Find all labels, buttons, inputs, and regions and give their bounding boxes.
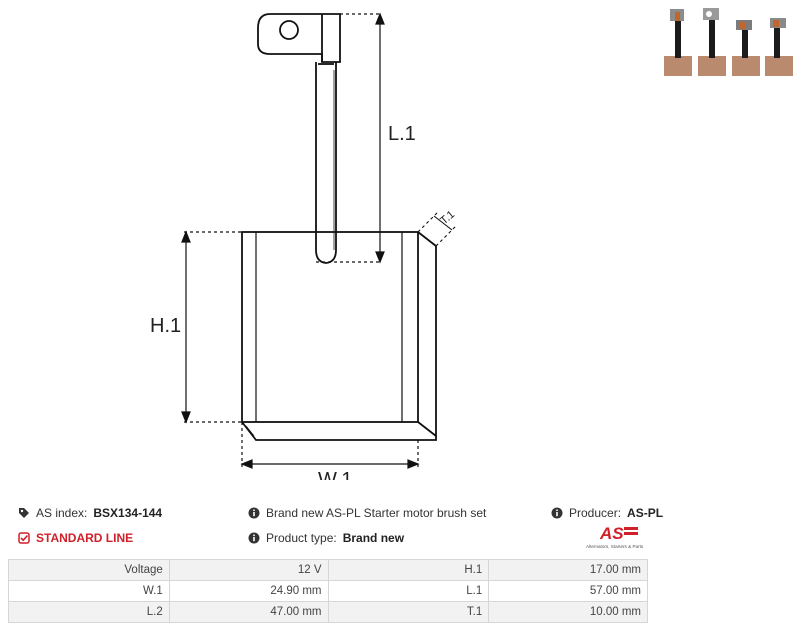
as-index-value: BSX134-144 <box>93 506 163 520</box>
spec-value: 47.00 mm <box>168 601 329 623</box>
dimension-t1 <box>417 211 457 247</box>
tag-icon <box>19 508 29 518</box>
as-index-row: AS index: BSX134-144 <box>18 506 162 520</box>
brush-photo-3 <box>732 20 760 76</box>
technical-drawing: L.1 T.1 H.1 W.1 <box>150 12 457 480</box>
label-w1: W.1 <box>318 469 352 480</box>
table-row: Voltage 12 V H.1 17.00 mm <box>8 559 648 581</box>
info-icon <box>248 507 260 519</box>
info-icon <box>551 507 563 519</box>
table-row: W.1 24.90 mm L.1 57.00 mm <box>8 580 648 602</box>
producer-value: AS-PL <box>627 506 664 520</box>
spec-value: 10.00 mm <box>488 601 648 623</box>
dimension-h1 <box>181 230 242 424</box>
label-l1: L.1 <box>388 123 416 145</box>
product-thumbnail[interactable] <box>660 6 796 78</box>
svg-text:AS: AS <box>599 524 624 543</box>
spec-label: H.1 <box>327 559 490 581</box>
spec-label: T.1 <box>327 601 490 623</box>
spec-value: 57.00 mm <box>488 580 648 602</box>
description-text: Brand new AS-PL Starter motor brush set <box>266 506 487 520</box>
product-type-label: Product type: <box>266 531 337 545</box>
product-type-value: Brand new <box>342 531 405 545</box>
label-h1: H.1 <box>150 315 181 337</box>
dimension-w1 <box>240 422 420 469</box>
description-row: Brand new AS-PL Starter motor brush set <box>248 506 486 520</box>
standard-line-label: STANDARD LINE <box>36 531 134 545</box>
brush-photo-2 <box>698 8 726 76</box>
dimension-l1 <box>316 12 385 264</box>
spec-label: L.2 <box>8 601 170 623</box>
spec-label: L.1 <box>327 580 490 602</box>
spec-value: 12 V <box>168 559 329 581</box>
brush-photo-1 <box>664 9 692 76</box>
product-type-row: Product type: Brand new <box>248 531 404 545</box>
brush-lead <box>315 62 337 264</box>
label-t1: T.1 <box>438 209 457 228</box>
spec-value: 24.90 mm <box>168 580 329 602</box>
info-icon <box>248 532 260 544</box>
as-index-label: AS index: <box>36 506 88 520</box>
terminal-lug <box>257 13 341 63</box>
producer-row: Producer: AS-PL <box>551 506 663 520</box>
svg-text:Alternators, Starters & Parts: Alternators, Starters & Parts <box>586 544 644 549</box>
spec-label: Voltage <box>8 559 170 581</box>
brush-photo-4 <box>765 18 793 76</box>
table-row: L.2 47.00 mm T.1 10.00 mm <box>8 601 648 623</box>
producer-label: Producer: <box>569 506 622 520</box>
spec-label: W.1 <box>8 580 170 602</box>
as-pl-logo: AS Alternators, Starters & Parts <box>586 524 644 549</box>
brush-body <box>241 231 437 441</box>
line-row: STANDARD LINE <box>18 531 133 545</box>
spec-value: 17.00 mm <box>488 559 648 581</box>
check-square-icon <box>18 532 30 544</box>
specs-table: Voltage 12 V H.1 17.00 mm W.1 24.90 mm L… <box>8 559 648 623</box>
